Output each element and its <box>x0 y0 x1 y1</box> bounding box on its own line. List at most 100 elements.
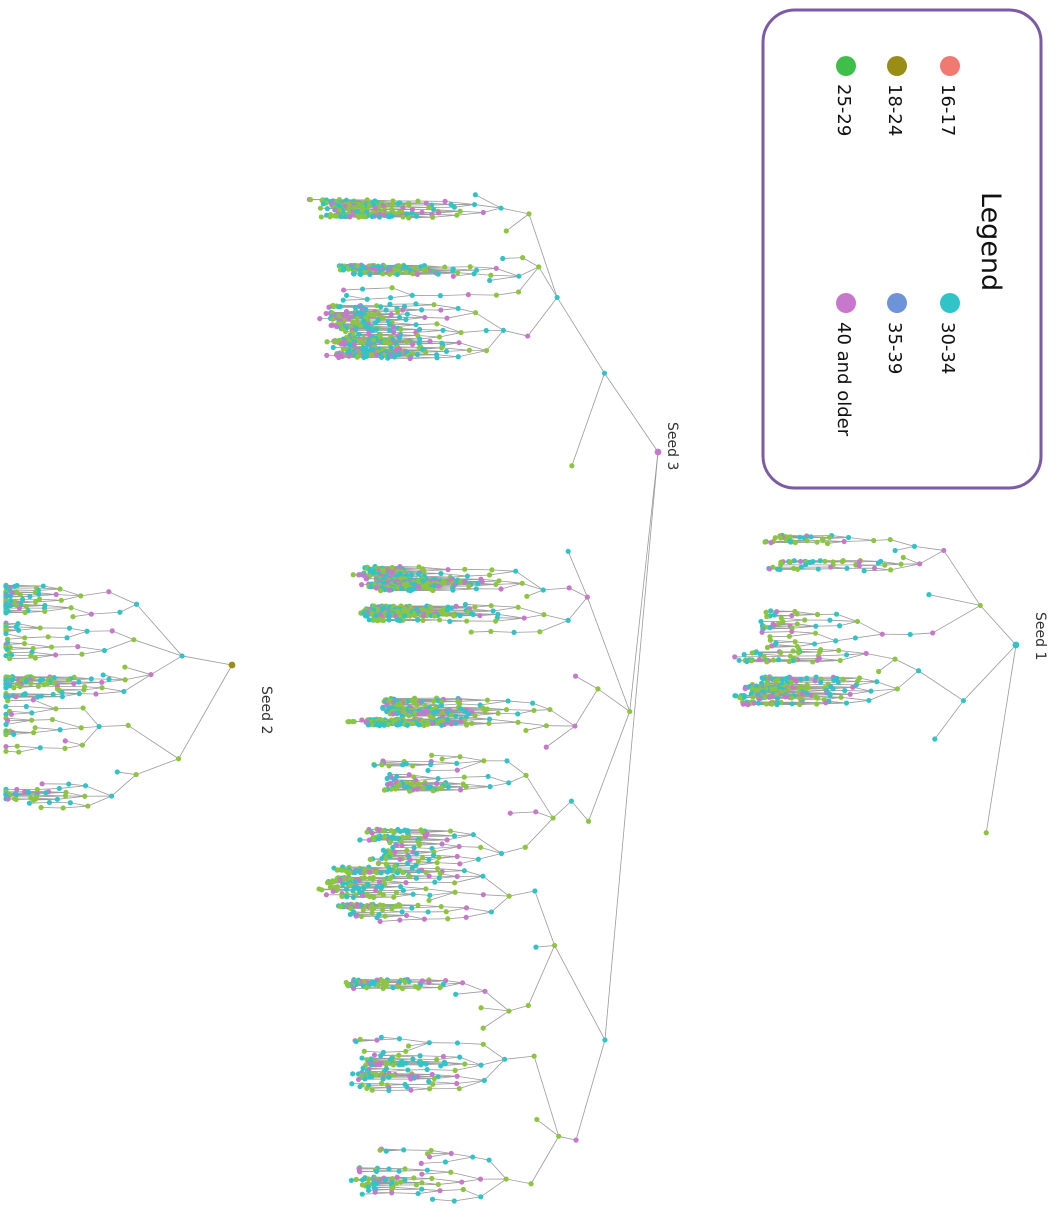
tree-edge <box>442 870 465 873</box>
tree-node <box>569 463 575 469</box>
tree-node <box>412 265 418 271</box>
tree-node <box>99 679 105 685</box>
tree-node <box>354 354 360 360</box>
tree-edge <box>440 873 458 877</box>
tree-node <box>78 593 84 599</box>
tree-node <box>907 631 913 638</box>
tree-node <box>27 593 33 600</box>
tree-edge <box>457 1075 485 1081</box>
tree-edge <box>464 870 484 877</box>
tree-node <box>787 653 793 659</box>
tree-edge <box>405 317 425 320</box>
tree-node <box>483 327 489 334</box>
tree-edge <box>5 717 32 721</box>
tree-edge <box>497 613 525 619</box>
tree-node <box>391 354 398 360</box>
tree-edge <box>17 623 41 629</box>
tree-edge <box>441 786 467 789</box>
tree-node <box>386 321 393 328</box>
tree-node <box>456 340 462 346</box>
tree-node <box>814 701 820 707</box>
tree-node <box>461 708 468 714</box>
tree-edge <box>836 613 858 622</box>
tree-node <box>771 612 778 618</box>
tree-edge <box>458 308 476 314</box>
tree-edge <box>393 893 414 898</box>
tree-node <box>898 561 904 567</box>
tree-edge <box>546 725 576 748</box>
tree-node <box>380 271 386 277</box>
tree-node <box>521 615 527 621</box>
tree-edge <box>427 1169 451 1173</box>
tree-node <box>462 601 469 608</box>
tree-edge <box>391 287 413 296</box>
tree-edge <box>5 719 32 725</box>
tree-node <box>443 348 450 354</box>
tree-node <box>413 301 419 307</box>
tree-node <box>525 333 531 339</box>
tree-node <box>741 694 747 700</box>
tree-edge <box>463 1189 481 1198</box>
tree-edge <box>431 1178 462 1183</box>
tree-edge <box>567 551 588 598</box>
tree-node <box>388 295 394 301</box>
tree-edge <box>910 632 933 635</box>
tree-edge <box>125 674 152 681</box>
tree-node <box>5 698 11 704</box>
tree-edge <box>629 451 659 712</box>
tree-node <box>828 564 834 570</box>
tree-node <box>53 591 59 598</box>
tree-node <box>769 643 775 649</box>
tree-node <box>21 640 28 647</box>
tree-edge <box>508 774 527 784</box>
tree-edge <box>456 1079 485 1084</box>
tree-node <box>498 205 504 211</box>
tree-edge <box>404 1178 432 1181</box>
tree-edge <box>38 588 61 591</box>
tree-edge <box>7 699 34 702</box>
tree-edge <box>818 654 847 657</box>
tree-node <box>347 214 353 220</box>
tree-node <box>29 717 35 723</box>
tree-edge <box>29 802 50 804</box>
tree-node <box>404 311 410 317</box>
tree-edge <box>490 274 519 277</box>
tree-edge <box>376 1038 400 1041</box>
tree-node <box>54 796 60 802</box>
tree-node <box>65 677 71 683</box>
tree-edge <box>471 631 491 633</box>
tree-edge <box>418 839 448 842</box>
tree-node <box>773 678 779 684</box>
tree-node <box>480 209 486 216</box>
tree-node <box>13 694 19 700</box>
tree-edge <box>789 632 816 637</box>
tree-edge <box>388 1086 408 1089</box>
tree-edge <box>934 700 964 740</box>
tree-node <box>423 200 429 206</box>
tree-edge <box>518 606 545 616</box>
tree-edge <box>430 762 457 765</box>
tree-edge <box>460 210 484 213</box>
tree-node <box>540 587 546 593</box>
tree-node <box>179 653 185 659</box>
tree-edge <box>403 1149 432 1151</box>
tree-node <box>26 800 33 806</box>
tree-edge <box>381 1036 400 1040</box>
tree-node <box>443 611 450 617</box>
tree-node <box>378 304 384 310</box>
tree-node <box>3 631 9 637</box>
tree-edge <box>455 891 484 896</box>
tree-node <box>32 655 38 661</box>
tree-edge <box>440 308 459 311</box>
tree-edge <box>101 687 124 692</box>
tree-edge <box>433 846 460 853</box>
tree-node <box>403 269 409 275</box>
tree-edge <box>488 1159 507 1180</box>
tree-edge <box>878 658 896 672</box>
tree-edge <box>117 771 137 775</box>
tree-edge <box>44 607 72 612</box>
tree-node <box>409 210 415 216</box>
tree-node <box>513 568 519 574</box>
tree-edge <box>500 582 523 590</box>
